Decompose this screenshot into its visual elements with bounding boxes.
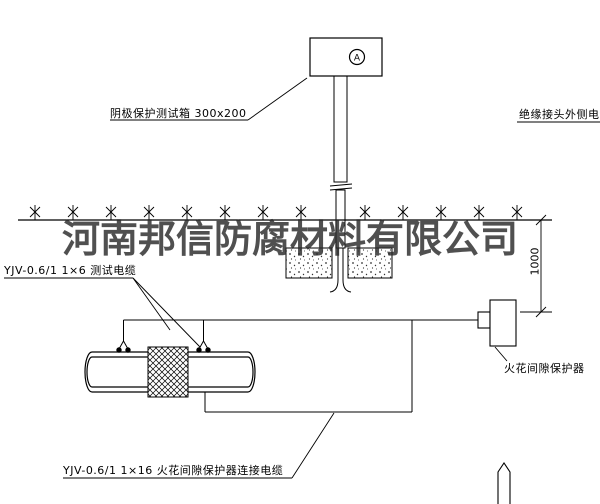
leader-connectcable [291,412,335,479]
pipe-endcap-left [84,351,93,393]
pipeline [84,346,256,398]
label-test-box: 阴极保护测试箱 300x200 [110,107,247,120]
riser-break-symbol [497,462,511,504]
label-connect-cable: YJV-0.6/1 1×16 火花间隙保护器连接电缆 [63,464,284,477]
label-test-cable: YJV-0.6/1 1×6 测试电缆 [4,264,137,277]
insulation-joint [147,346,189,398]
test-box: A [309,37,383,77]
dimension-tick-top [535,214,547,226]
company-watermark: 河南邦信防腐材料有限公司 [62,217,519,261]
pipe-endcap-right [247,351,256,393]
dimension-tick-bottom [535,306,547,318]
label-outer-cable: 绝缘接头外侧电缆 [519,108,600,121]
leader-testbox [247,77,308,121]
protector-body [489,299,517,347]
concrete-block-left [285,247,333,279]
cable-end-right [342,248,352,293]
conduit-pole [329,75,353,293]
leader-testcable-2 [132,277,201,348]
concrete-block-right [347,247,393,279]
protector-stem [477,311,491,329]
label-spark-gap: 火花间隙保护器 [504,362,585,375]
spark-gap-protector [477,299,517,347]
leader-testcable-1 [132,277,171,331]
meter-circle [348,48,366,66]
meter-symbol: A [354,54,361,64]
concrete-blocks [285,247,393,279]
cable-weld-points [116,340,211,353]
dimension-text-1000: 1000 [528,247,542,276]
cable-runs [123,319,478,413]
leader-sparkgap [494,346,508,362]
leader-lines [4,77,600,479]
dimension-line [520,214,552,318]
cable-end-left [329,248,339,293]
